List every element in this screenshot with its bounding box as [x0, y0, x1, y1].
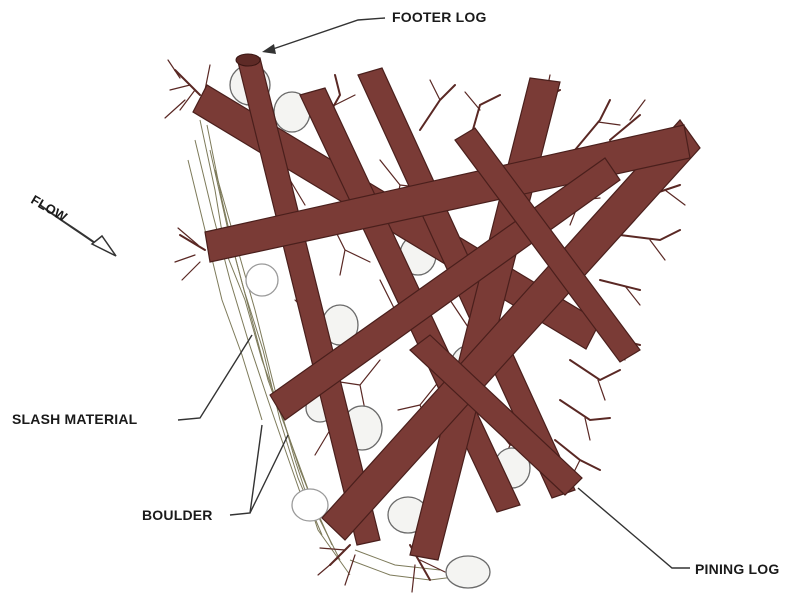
boulder-leader-1	[230, 425, 262, 515]
footer-log-leader	[270, 18, 385, 50]
slash-material-label: SLASH MATERIAL	[12, 411, 137, 427]
slash-leader	[178, 335, 252, 420]
boulder-10	[446, 556, 490, 588]
boulder-label: BOULDER	[142, 507, 213, 523]
logs	[193, 54, 700, 560]
log-2	[238, 58, 380, 545]
boulder-12	[246, 264, 278, 296]
log-end	[236, 54, 260, 66]
footer-log-arrowhead	[262, 44, 276, 54]
boulder-11	[292, 489, 328, 521]
pining-log-leader	[578, 488, 690, 568]
pining-log-label: PINING LOG	[695, 561, 779, 577]
footer-log-label: FOOTER LOG	[392, 9, 487, 25]
